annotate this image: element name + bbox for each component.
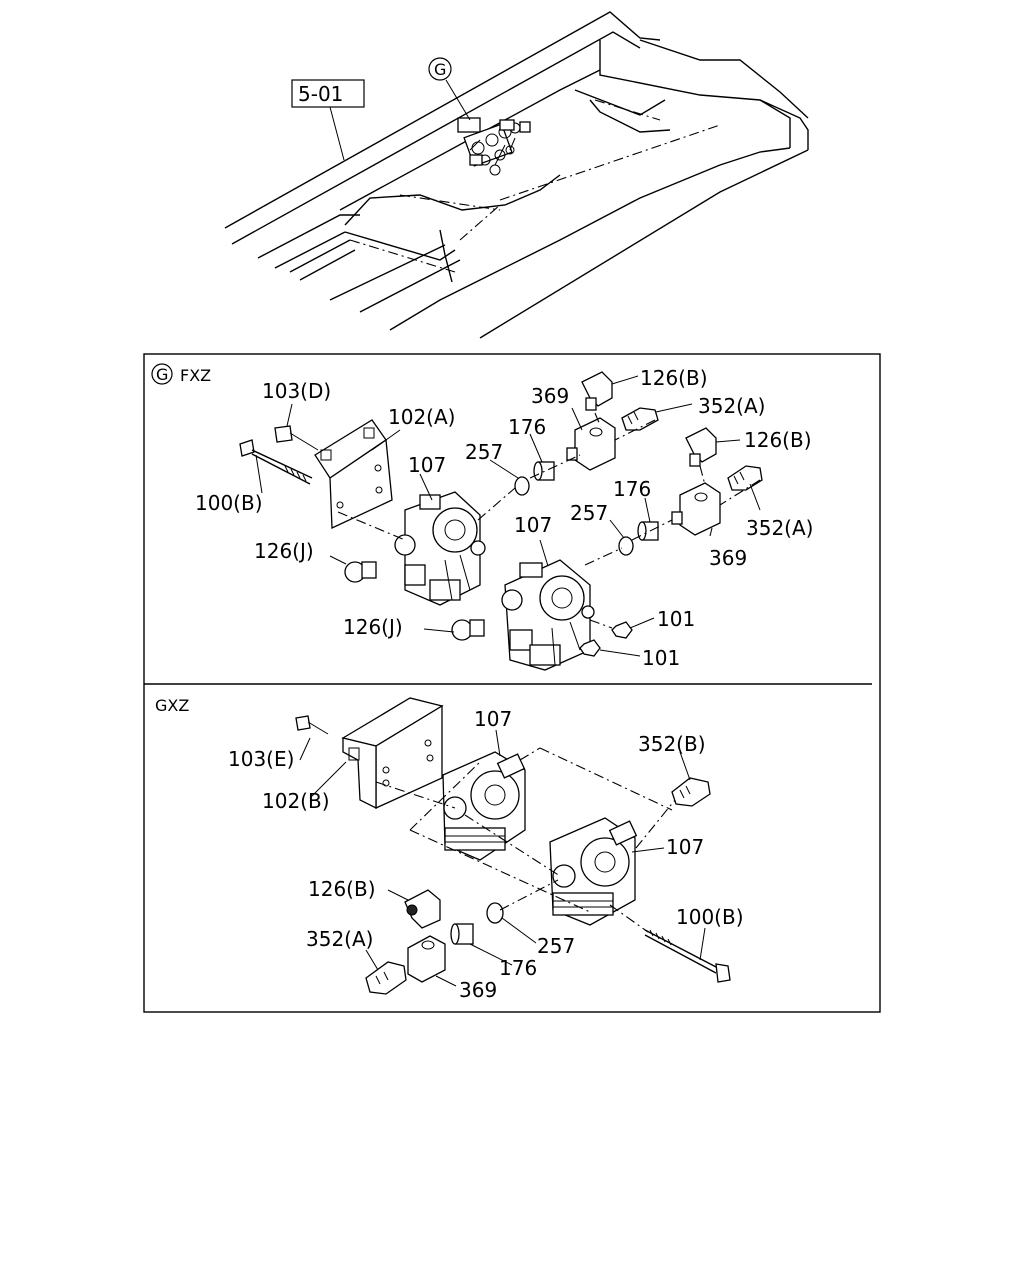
section-fxz: G FXZ xyxy=(151,363,813,671)
callout-257: 257 xyxy=(537,934,575,958)
callout-176: 176 xyxy=(499,956,537,980)
callout-100b: 100(B) xyxy=(676,905,744,929)
washer-257 xyxy=(486,902,504,924)
nut-101-lower xyxy=(579,639,601,657)
callout-102a: 102(A) xyxy=(388,405,455,429)
callout-101-lower: 101 xyxy=(642,646,680,670)
washer-257-upper xyxy=(514,476,530,496)
callout-126b-lower: 126(B) xyxy=(744,428,812,452)
block-369-lower xyxy=(671,482,721,536)
callout-107-top: 107 xyxy=(474,707,512,731)
detail-frame xyxy=(143,353,881,1013)
callout-100b: 100(B) xyxy=(195,491,263,515)
connector-352a-upper xyxy=(621,407,659,431)
callout-107-right: 107 xyxy=(666,835,704,859)
bracket-102b xyxy=(341,697,444,810)
section-marker-letter: G xyxy=(156,365,168,384)
callout-352a: 352(A) xyxy=(306,927,373,951)
callout-369-upper: 369 xyxy=(531,384,569,408)
valve-assembly-location xyxy=(457,117,531,176)
relay-valve-107-right xyxy=(549,817,638,926)
fitting-176-lower xyxy=(637,521,659,541)
callout-352a-upper: 352(A) xyxy=(698,394,765,418)
callout-369-lower: 369 xyxy=(709,546,747,570)
connector-352b xyxy=(671,777,711,807)
callout-369: 369 xyxy=(459,978,497,1002)
bolt-103d xyxy=(274,425,319,451)
elbow-126b-upper xyxy=(581,371,613,411)
elbow-126b xyxy=(404,889,441,929)
section-marker xyxy=(151,363,173,385)
callout-103e: 103(E) xyxy=(228,747,294,771)
callout-126j-lower: 126(J) xyxy=(343,615,403,639)
elbow-126b-lower xyxy=(685,427,717,467)
section-title: GXZ xyxy=(155,696,189,715)
bolt-100b xyxy=(239,439,313,485)
relay-valve-107-left xyxy=(442,751,526,861)
ref-box xyxy=(291,79,365,108)
callout-257-lower: 257 xyxy=(570,501,608,525)
callout-101-upper: 101 xyxy=(657,607,695,631)
bolt-100b xyxy=(644,929,731,983)
callout-257-upper: 257 xyxy=(465,440,503,464)
callout-176-upper: 176 xyxy=(508,415,546,439)
ref-box-label: 5-01 xyxy=(298,82,343,106)
callout-352b: 352(B) xyxy=(638,732,706,756)
plug-126j-upper xyxy=(344,561,377,583)
washer-257-lower xyxy=(618,536,634,556)
connector-352a-lower xyxy=(727,465,763,491)
plug-126j-lower xyxy=(451,619,485,641)
callout-126b: 126(B) xyxy=(308,877,376,901)
detail-marker-letter: G xyxy=(434,60,446,79)
callout-102b: 102(B) xyxy=(262,789,330,813)
bolt-103e xyxy=(295,715,329,735)
bracket-102a xyxy=(314,419,393,530)
nut-101-upper xyxy=(611,621,633,639)
callout-126b-upper: 126(B) xyxy=(640,366,708,390)
fitting-176 xyxy=(450,923,474,945)
relay-valve-107-upper xyxy=(394,491,486,606)
chassis-frame-illustration: 5-01 G xyxy=(224,11,809,339)
relay-valve-107-lower xyxy=(501,559,595,671)
callout-103d: 103(D) xyxy=(262,379,331,403)
callout-176-lower: 176 xyxy=(613,477,651,501)
connector-352a xyxy=(365,961,407,995)
detail-marker xyxy=(428,57,452,81)
callout-107-upper: 107 xyxy=(408,453,446,477)
block-369 xyxy=(407,935,446,983)
section-title: FXZ xyxy=(180,366,211,385)
callout-107-lower: 107 xyxy=(514,513,552,537)
callout-352a-lower: 352(A) xyxy=(746,516,813,540)
block-369-upper xyxy=(566,417,616,471)
section-gxz: GXZ xyxy=(155,696,744,1002)
callout-126j-upper: 126(J) xyxy=(254,539,314,563)
